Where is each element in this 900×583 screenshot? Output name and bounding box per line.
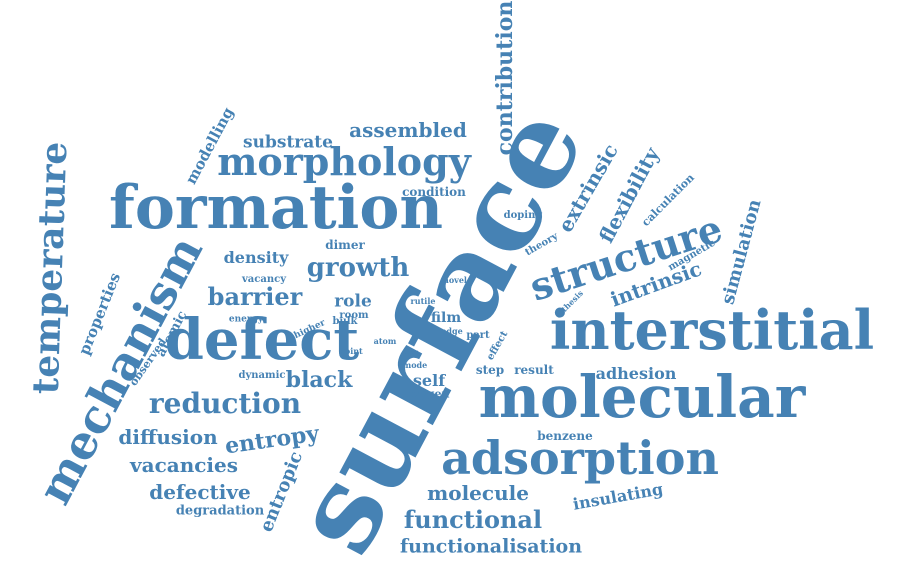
word-growth: growth (306, 253, 410, 283)
word-dynamic: dynamic (238, 370, 286, 381)
word-simulation: simulation (717, 197, 766, 307)
word-defect: defect (164, 307, 360, 373)
word-result: result (514, 363, 554, 377)
word-assembled: assembled (349, 118, 467, 142)
word-temperature: temperature (24, 141, 76, 395)
word-defective: defective (149, 480, 251, 504)
word-oxygen: oxygen (406, 387, 450, 401)
word-contribution: contribution (492, 0, 518, 156)
word-step: step (475, 363, 505, 377)
word-formation: formation (109, 173, 443, 243)
word-density: density (223, 248, 289, 267)
word-functional: functional (403, 505, 543, 534)
word-interstitial: interstitial (549, 298, 875, 362)
word-black: black (285, 367, 353, 393)
word-morphology: morphology (217, 139, 471, 184)
word-reduction: reduction (148, 387, 302, 420)
word-insulating: insulating (571, 479, 665, 514)
word-functionalisation: functionalisation (399, 535, 583, 558)
word-substrate: substrate (243, 132, 333, 153)
word-film: film (430, 310, 462, 326)
word-free: free (405, 349, 419, 356)
word-barrier: barrier (207, 282, 303, 311)
word-atom: atom (373, 336, 397, 346)
word-self: self (412, 371, 446, 390)
word-degradation: degradation (175, 503, 265, 519)
word-room: room (339, 310, 369, 321)
word-mode: mode (402, 360, 428, 370)
word-benzene: benzene (537, 429, 593, 443)
word-energy: energy (228, 314, 264, 325)
word-doping: doping (503, 210, 543, 221)
word-dimer: dimer (325, 238, 365, 252)
word-point: point (339, 346, 363, 356)
word-vacancies: vacancies (129, 453, 239, 477)
word-molecule: molecule (427, 481, 529, 505)
word-adsorption: adsorption (441, 431, 719, 485)
word-diffusion: diffusion (118, 425, 218, 449)
word-rutile: rutile (410, 296, 436, 306)
word-role: role (334, 291, 372, 312)
word-adhesion: adhesion (595, 364, 677, 383)
word-molecular: molecular (478, 363, 806, 431)
word-novel: novel (443, 275, 467, 285)
word-vacancy: vacancy (241, 274, 287, 285)
word-edge: edge (441, 326, 463, 336)
word-bulk: bulk (332, 316, 358, 327)
word-part: part (466, 330, 490, 341)
word-condition: condition (402, 185, 466, 199)
